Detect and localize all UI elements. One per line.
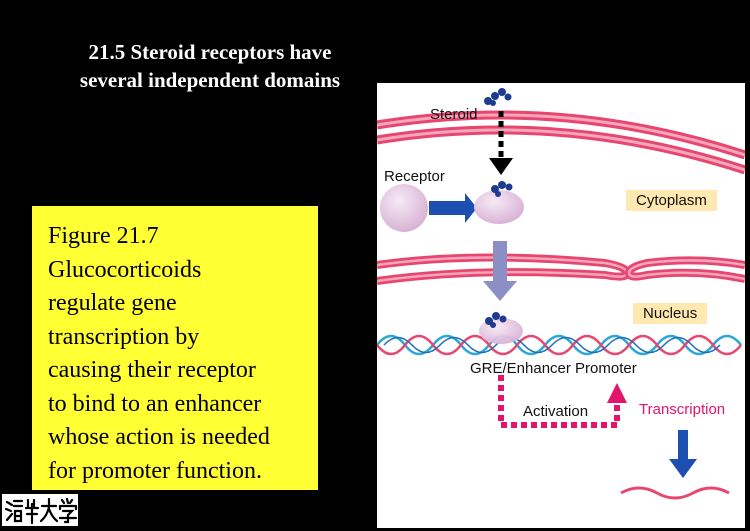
caption-line: Figure 21.7 [48,223,159,249]
caption-text: Figure 21.7 Glucocorticoids regulate gen… [48,220,318,488]
steroid-molecule [484,88,512,106]
slide-title-line-2: several independent domains [79,68,341,92]
caption-line: for promoter function. [48,457,262,484]
mrna-transcript [620,486,730,500]
plasma-membrane [377,110,745,175]
caption-line: whose action is needed [48,424,270,450]
slide-title-line-1: 21.5 Steroid receptors have [88,40,332,64]
activation-arrow [498,375,627,428]
steroid-entry-arrow [489,111,513,175]
cytoplasm-label: Cytoplasm [626,190,717,211]
binding-arrow [429,193,477,223]
university-seal-icon [4,497,78,525]
caption-line: to bind to an enhancer [48,390,262,417]
figure-panel: Steroid Receptor Cytoplasm Nucleus GRE/E… [377,83,745,528]
gre-promoter-label: GRE/Enhancer Promoter [470,360,637,377]
caption-line: causing their receptor [48,357,256,383]
caption-line: Glucocorticoids [48,256,202,283]
figure-diagram [377,88,745,500]
steroid-label: Steroid [430,106,478,123]
activation-label: Activation [523,403,589,420]
nuclear-import-arrow [483,241,517,301]
nucleus-label: Nucleus [633,303,708,324]
free-receptor [380,184,428,232]
receptor-steroid-complex [474,181,524,224]
caption-line: regulate gene [48,290,177,316]
nuclear-envelope [377,253,745,285]
slide-title: 21.5 Steroid receptors have several inde… [30,38,390,94]
transcription-label: Transcription [639,401,726,418]
receptor-label: Receptor [384,168,445,185]
receptor-on-gre [479,312,523,344]
dna-helix [377,334,742,356]
caption-line: transcription by [48,323,200,350]
caption-box: Figure 21.7 Glucocorticoids regulate gen… [32,206,318,490]
transcription-arrow [669,430,697,478]
university-logo [2,494,78,526]
